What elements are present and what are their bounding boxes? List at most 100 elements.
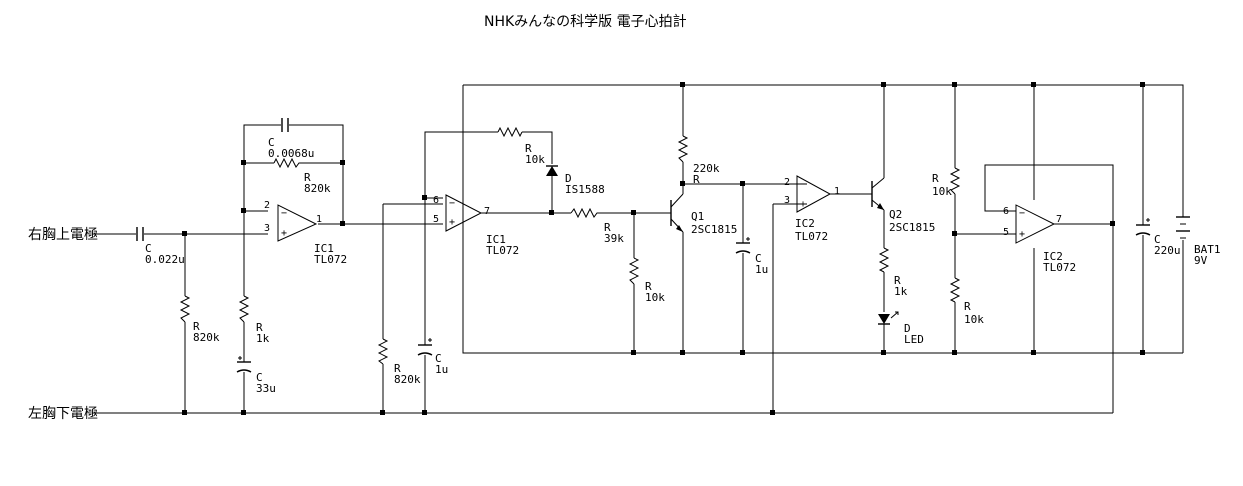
svg-text:R: R xyxy=(693,173,700,186)
svg-text:R: R xyxy=(932,172,939,185)
resistor-r-1k-b: R 1k xyxy=(878,247,908,298)
svg-text:IC2: IC2 xyxy=(795,217,815,230)
opamp-ic2a: − + 2 3 1 IC2 TL072 xyxy=(784,175,840,243)
svg-text:R: R xyxy=(256,321,263,334)
svg-text:1k: 1k xyxy=(256,332,270,345)
svg-text:10k: 10k xyxy=(964,313,984,326)
resistor-r-39k: R 39k xyxy=(570,207,624,245)
svg-text:6: 6 xyxy=(433,195,439,206)
svg-text:IC1: IC1 xyxy=(486,233,506,246)
svg-text:2SC1815: 2SC1815 xyxy=(691,223,737,236)
svg-text:R: R xyxy=(525,142,532,155)
svg-text:1u: 1u xyxy=(435,363,448,376)
svg-text:TL072: TL072 xyxy=(795,230,828,243)
svg-text:D: D xyxy=(565,172,572,185)
battery-bat1: BAT1 9V xyxy=(1176,216,1221,267)
svg-text:−: − xyxy=(449,198,455,209)
svg-text:IC2: IC2 xyxy=(1043,250,1063,263)
resistor-r-10k-b: R 10k xyxy=(628,257,665,304)
svg-text:33u: 33u xyxy=(256,382,276,395)
svg-text:6: 6 xyxy=(1003,206,1009,217)
svg-text:TL072: TL072 xyxy=(486,244,519,257)
svg-text:C: C xyxy=(755,252,762,265)
capacitor-c-33u: C 33u xyxy=(236,356,276,395)
svg-text:IC1: IC1 xyxy=(314,242,334,255)
terminal-top-label: 右胸上電極 xyxy=(28,227,98,243)
svg-text:Q1: Q1 xyxy=(691,210,704,223)
svg-text:C: C xyxy=(256,371,263,384)
diode-d1: D IS1588 xyxy=(546,165,605,196)
transistor-q2: Q2 2SC1815 xyxy=(870,177,935,234)
svg-text:1: 1 xyxy=(834,186,840,197)
svg-text:10k: 10k xyxy=(645,291,665,304)
svg-text:R: R xyxy=(894,274,901,287)
svg-text:R: R xyxy=(304,171,311,184)
svg-text:0.0068u: 0.0068u xyxy=(268,147,314,160)
resistor-r-bias: R 820k xyxy=(377,338,421,386)
svg-text:C: C xyxy=(268,136,275,149)
svg-text:D: D xyxy=(904,322,911,335)
svg-text:3: 3 xyxy=(264,223,270,234)
resistor-r-input: R 820k xyxy=(179,295,220,344)
opamp-ic1a: − + 2 3 1 IC1 TL072 xyxy=(264,200,347,266)
svg-text:10k: 10k xyxy=(932,185,952,198)
svg-text:5: 5 xyxy=(1003,227,1009,238)
resistor-r-10k-d: R 10k xyxy=(949,277,984,326)
resistor-r-220k: 220k R xyxy=(677,135,720,186)
opamp-ic2b: − + 6 5 7 IC2 TL072 xyxy=(1003,204,1076,274)
svg-text:10k: 10k xyxy=(525,153,545,166)
svg-text:BAT1: BAT1 xyxy=(1194,243,1221,256)
capacitor-c-1u-a: C 1u xyxy=(417,338,448,376)
opamp-ic1b: − + 6 5 7 IC1 TL072 xyxy=(433,194,519,257)
svg-text:7: 7 xyxy=(484,206,490,217)
svg-text:R: R xyxy=(604,221,611,234)
svg-text:2SC1815: 2SC1815 xyxy=(889,221,935,234)
svg-text:IS1588: IS1588 xyxy=(565,183,605,196)
resistor-r-10k-c: R 10k xyxy=(932,167,961,198)
svg-text:+: + xyxy=(1019,229,1025,240)
transistor-q1: Q1 2SC1815 xyxy=(668,193,737,236)
svg-text:2: 2 xyxy=(784,177,790,188)
svg-text:5: 5 xyxy=(433,214,439,225)
svg-text:820k: 820k xyxy=(304,182,331,195)
svg-text:R: R xyxy=(964,300,971,313)
svg-text:Q2: Q2 xyxy=(889,208,902,221)
svg-text:3: 3 xyxy=(784,195,790,206)
svg-text:1u: 1u xyxy=(755,263,768,276)
resistor-r-feedback: R 820k xyxy=(273,157,331,195)
capacitor-c-feedback: C 0.0068u xyxy=(268,118,314,160)
svg-text:LED: LED xyxy=(904,333,924,346)
capacitor-c-input: C 0.022u xyxy=(136,227,185,266)
capacitor-c-220u: C 220u xyxy=(1135,218,1181,257)
svg-text:+: + xyxy=(800,199,806,210)
svg-text:0.022u: 0.022u xyxy=(145,253,185,266)
svg-text:TL072: TL072 xyxy=(314,253,347,266)
wires xyxy=(92,84,1184,414)
svg-text:C: C xyxy=(145,242,152,255)
svg-text:1: 1 xyxy=(316,214,322,225)
svg-text:+: + xyxy=(449,217,455,228)
svg-text:R: R xyxy=(193,320,200,333)
svg-text:220u: 220u xyxy=(1154,244,1181,257)
svg-text:R: R xyxy=(394,362,401,375)
svg-text:7: 7 xyxy=(1056,214,1062,225)
svg-text:−: − xyxy=(1019,208,1025,219)
svg-text:R: R xyxy=(645,280,652,293)
led-d: D LED xyxy=(878,311,924,346)
junction-dots xyxy=(182,82,1145,415)
svg-text:220k: 220k xyxy=(693,162,720,175)
svg-text:820k: 820k xyxy=(193,331,220,344)
resistor-r-10k-feedback: R 10k xyxy=(497,126,545,166)
schematic-title: NHKみんなの科学版 電子心拍計 xyxy=(484,14,687,30)
capacitor-c-1u-b: C 1u xyxy=(735,237,768,276)
svg-text:+: + xyxy=(281,228,287,239)
svg-text:9V: 9V xyxy=(1194,254,1208,267)
svg-text:820k: 820k xyxy=(394,373,421,386)
svg-text:−: − xyxy=(281,208,287,219)
svg-text:2: 2 xyxy=(264,200,270,211)
svg-text:C: C xyxy=(435,352,442,365)
terminal-bottom-label: 左胸下電極 xyxy=(28,406,98,422)
resistor-r-1k-a: R 1k xyxy=(238,295,270,345)
svg-text:39k: 39k xyxy=(604,232,624,245)
